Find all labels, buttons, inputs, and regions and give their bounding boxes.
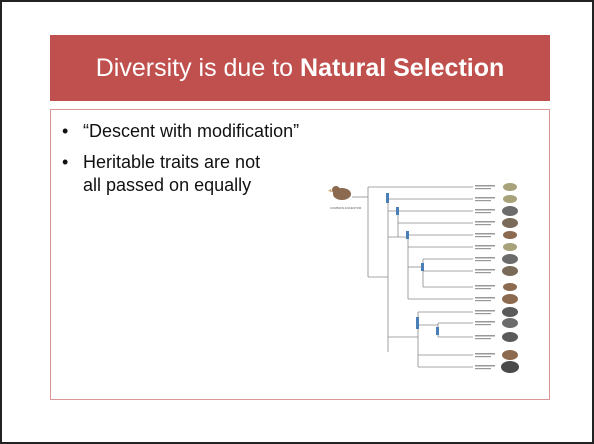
content-box: “Descent with modification” Heritable tr… (50, 109, 550, 400)
finch-phylogeny-icon: COMMON ANCESTOR (328, 183, 519, 373)
slide-title: Diversity is due to Natural Selection (50, 35, 550, 101)
root-label: COMMON ANCESTOR (330, 206, 362, 210)
phylogeny-tree (352, 186, 473, 368)
title-regular: Diversity is due to (95, 53, 294, 82)
bullet-item: Heritable traits are not all passed on e… (60, 151, 283, 197)
species-labels (475, 185, 495, 370)
bullet-item: “Descent with modification” (60, 120, 330, 143)
bullet-list: “Descent with modification” Heritable tr… (60, 120, 330, 205)
trait-markers (386, 193, 439, 335)
finch-heads (501, 183, 519, 373)
title-bold: Natural Selection (300, 53, 505, 82)
